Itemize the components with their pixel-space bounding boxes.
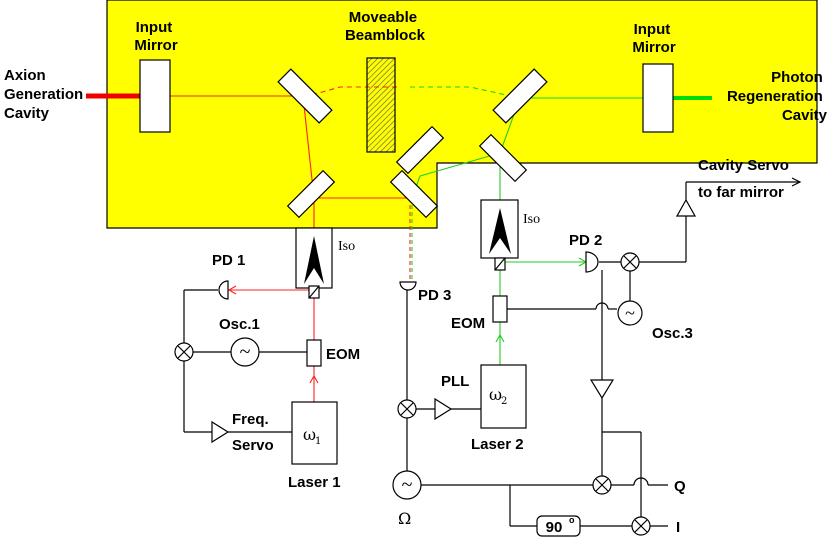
pd1-label: PD 1 xyxy=(212,252,245,269)
green-beam xyxy=(410,86,672,365)
eom-right xyxy=(492,295,508,323)
omega-osc-sine: ~ xyxy=(402,474,413,496)
osc3-sine: ~ xyxy=(625,303,635,323)
laser2-label: Laser 2 xyxy=(471,436,524,453)
laser1-box xyxy=(291,401,338,465)
eom-left xyxy=(306,339,322,367)
pd3-detector xyxy=(399,281,417,291)
input-mirror-right xyxy=(642,63,674,133)
osc1-sine: ~ xyxy=(240,341,251,363)
freq-servo-amp-icon xyxy=(211,420,230,444)
omega1-subscript: 1 xyxy=(315,436,321,447)
omega-label: Ω xyxy=(398,509,411,528)
input-mirror-left-label: Input Mirror xyxy=(134,19,178,54)
phase-shifter-label: 90 xyxy=(546,519,563,536)
moveable-beamblock-label: Moveable Beamblock xyxy=(345,9,426,44)
mixer-icon xyxy=(397,399,417,419)
iso-left-label: Iso xyxy=(338,239,355,254)
cavity-servo-label: Cavity Servo to far mirror xyxy=(698,157,793,201)
iso-right-label: Iso xyxy=(523,212,540,227)
omega2-symbol: ω xyxy=(489,385,502,404)
pd2-label: PD 2 xyxy=(569,232,602,249)
omega1-symbol: ω xyxy=(303,425,316,444)
q-output-label: Q xyxy=(674,478,686,495)
pll-amp-icon xyxy=(434,397,453,421)
eom-left-label: EOM xyxy=(326,346,360,363)
osc3-icon xyxy=(617,300,643,326)
photon-cavity-label: Photon Regeneration Cavity xyxy=(727,69,828,124)
phase-shifter-degree: o xyxy=(569,515,575,525)
isolator-right xyxy=(480,199,519,271)
mixer-icon xyxy=(592,475,612,495)
downstream-amp-icon xyxy=(589,379,615,400)
input-mirror-left xyxy=(139,59,171,133)
moveable-beamblock[interactable] xyxy=(366,57,396,153)
pd3-label: PD 3 xyxy=(418,287,451,304)
pll-label: PLL xyxy=(441,373,469,390)
omega-osc-icon xyxy=(392,470,422,500)
optical-table xyxy=(106,0,818,229)
osc3-label: Osc.3 xyxy=(652,325,693,342)
input-mirror-right-label: Input Mirror xyxy=(632,21,676,56)
osc1-icon xyxy=(230,337,260,367)
omega2-subscript: 2 xyxy=(501,396,507,407)
mixer-icon xyxy=(631,516,651,536)
osc1-label: Osc.1 xyxy=(219,316,260,333)
mixer-icon xyxy=(620,252,640,272)
laser2-box xyxy=(480,364,527,429)
pd1-detector xyxy=(218,280,229,300)
wiring xyxy=(183,177,802,527)
laser1-label: Laser 1 xyxy=(288,474,341,491)
mixer-icon xyxy=(174,342,194,362)
freq-servo-label: Freq. Servo xyxy=(232,411,274,454)
phase-shifter-box xyxy=(536,515,581,537)
isolator-left xyxy=(295,227,333,299)
cavity-servo-amp-icon xyxy=(675,198,697,217)
pd2-detector xyxy=(585,251,599,273)
steering-mirrors xyxy=(277,68,548,219)
i-output-label: I xyxy=(676,519,680,536)
axion-cavity-label: Axion Generation Cavity xyxy=(4,67,87,122)
eom-right-label: EOM xyxy=(451,315,485,332)
